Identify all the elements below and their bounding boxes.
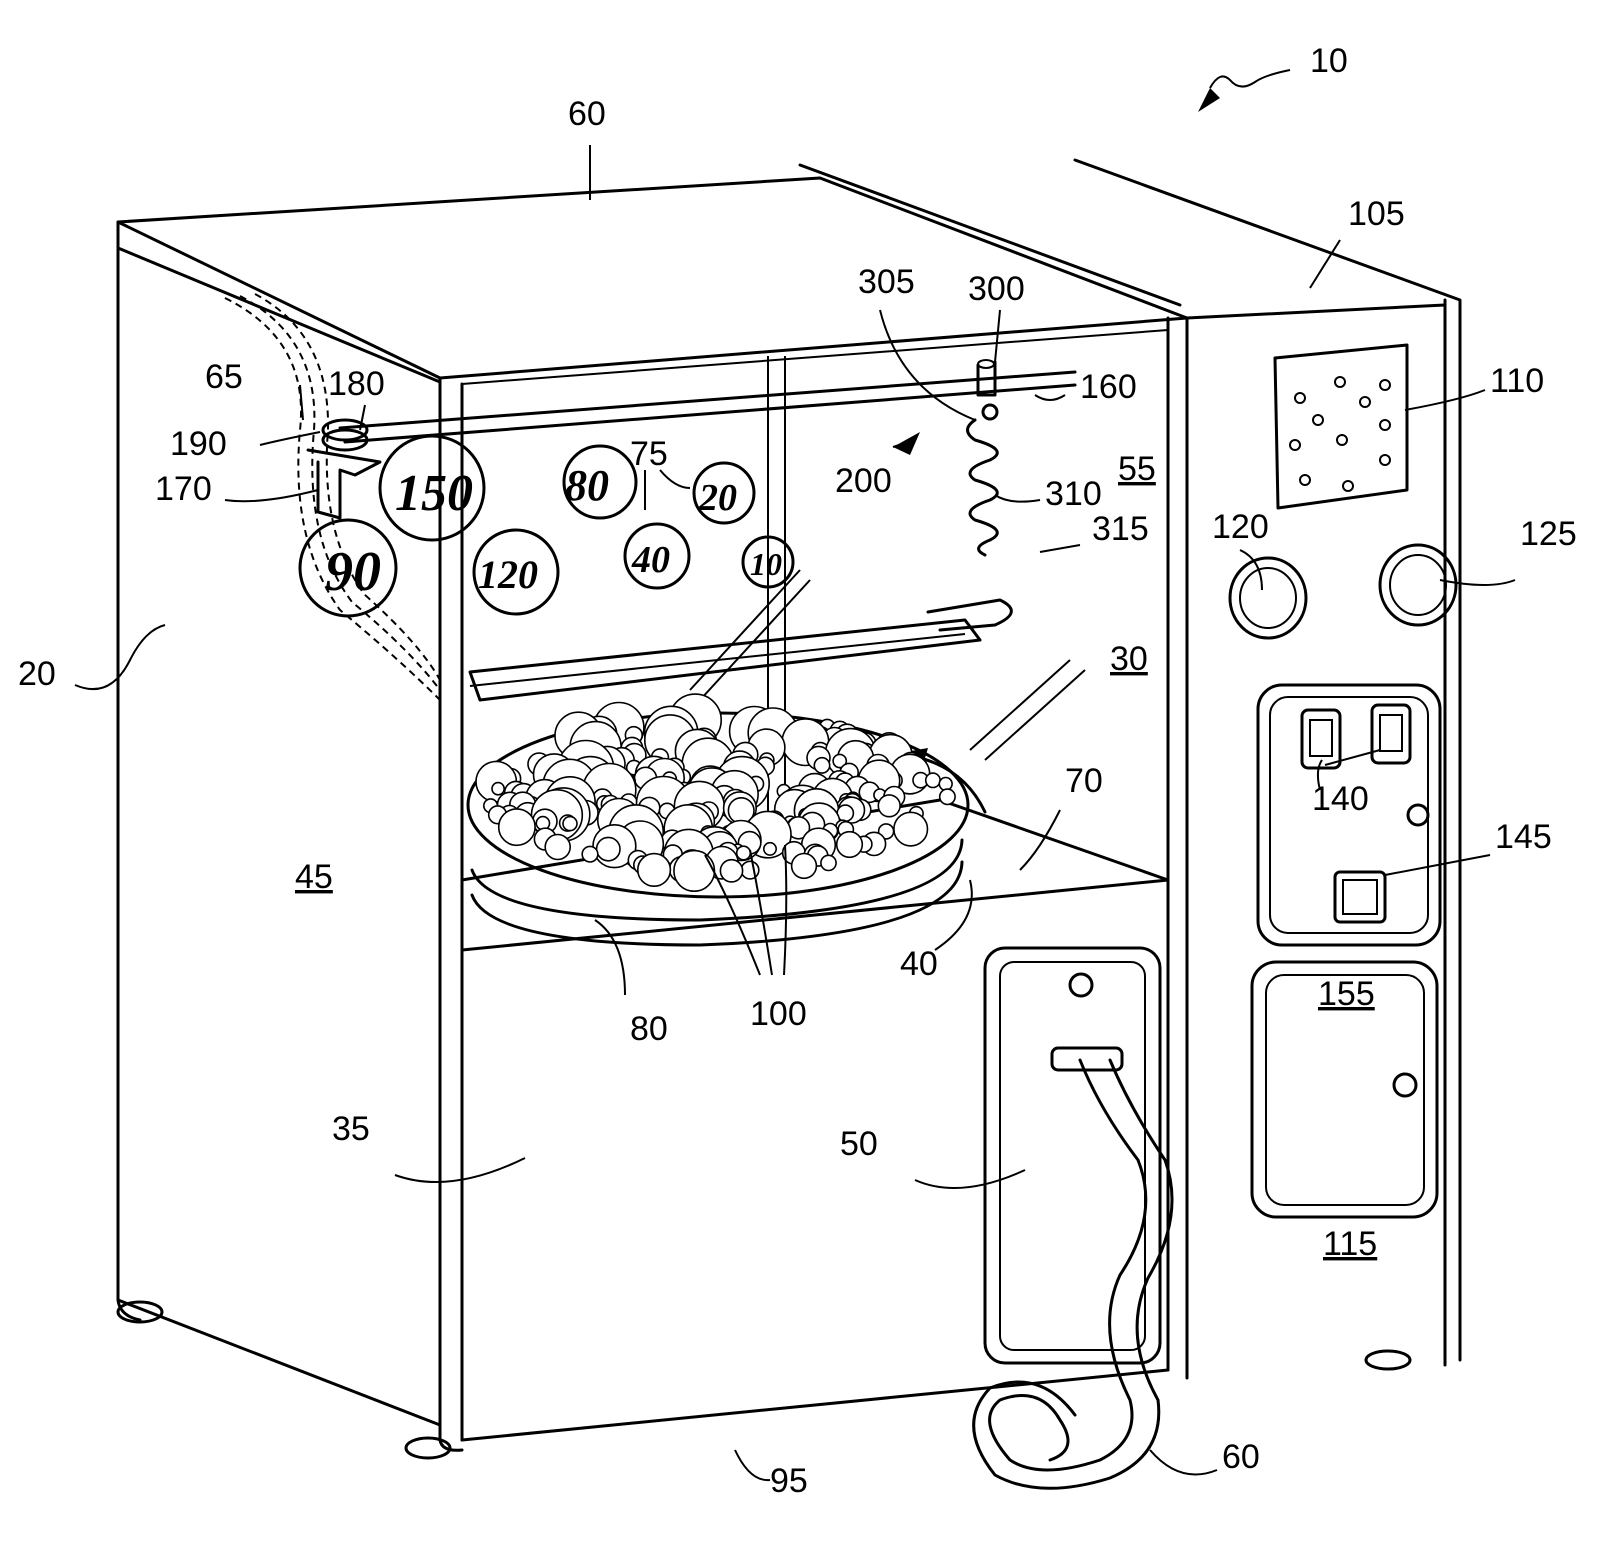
target-150: 150	[395, 465, 473, 522]
label-60-cord: 60	[1222, 1438, 1260, 1476]
ball-pile	[475, 693, 956, 893]
ball	[595, 836, 621, 862]
ball	[820, 854, 837, 872]
ball	[735, 845, 752, 861]
label-110: 110	[1490, 362, 1544, 400]
ball	[562, 815, 578, 832]
ball	[938, 776, 953, 792]
control-panel	[1228, 343, 1458, 1219]
label-35: 35	[332, 1110, 370, 1148]
label-30: 30	[1110, 640, 1148, 678]
turntable	[466, 693, 970, 947]
leader-lines	[74, 69, 1516, 1482]
reference-labels: 10 60 105 300 305 110 160 65 180 190 170…	[18, 42, 1577, 1500]
ball	[762, 841, 777, 856]
target-90: 90	[325, 541, 381, 603]
label-170: 170	[155, 470, 212, 508]
label-75: 75	[630, 435, 668, 473]
label-300: 300	[968, 270, 1025, 308]
label-60-top: 60	[568, 95, 606, 133]
target-80: 80	[565, 461, 609, 510]
cabinet-body	[116, 158, 1462, 1460]
ball	[835, 830, 864, 859]
label-105: 105	[1348, 195, 1405, 233]
label-70: 70	[1065, 762, 1103, 800]
label-200: 200	[835, 462, 892, 500]
ball	[581, 845, 599, 863]
label-45: 45	[295, 858, 333, 896]
ball	[790, 852, 818, 880]
label-180: 180	[328, 365, 385, 403]
speaker-holes	[1289, 376, 1391, 492]
score-targets: 150 80 20 90 120 40 10	[298, 434, 795, 618]
ball	[893, 811, 929, 847]
label-115: 115	[1323, 1225, 1377, 1263]
label-65: 65	[205, 358, 243, 396]
label-305: 305	[858, 263, 915, 301]
label-160: 160	[1080, 368, 1137, 406]
ball	[636, 852, 672, 888]
label-310: 310	[1045, 475, 1102, 513]
label-125: 125	[1520, 515, 1577, 553]
ball	[544, 833, 572, 861]
ball	[813, 756, 831, 774]
label-95: 95	[770, 1462, 808, 1500]
ball	[673, 849, 716, 893]
target-40: 40	[631, 539, 670, 581]
target-10: 10	[750, 546, 782, 582]
outlet-and-cord	[972, 946, 1174, 1490]
wire	[224, 293, 441, 701]
ball	[832, 753, 848, 769]
ball	[938, 788, 956, 806]
label-80: 80	[630, 1010, 668, 1048]
ball	[491, 781, 505, 796]
label-140: 140	[1312, 780, 1369, 818]
ball	[719, 858, 744, 883]
ball	[497, 808, 536, 847]
ball	[740, 860, 760, 880]
target-120: 120	[478, 552, 538, 597]
overhead-mechanism	[306, 359, 1086, 814]
label-50: 50	[840, 1125, 878, 1163]
label-10: 10	[1310, 42, 1348, 80]
label-315: 315	[1092, 510, 1149, 548]
label-100: 100	[750, 995, 807, 1033]
label-20: 20	[18, 655, 56, 693]
ball	[924, 772, 941, 789]
label-190: 190	[170, 425, 227, 463]
label-145: 145	[1495, 818, 1552, 856]
label-55: 55	[1118, 450, 1156, 488]
label-120: 120	[1212, 508, 1269, 546]
ball	[877, 794, 901, 818]
label-40: 40	[900, 945, 938, 983]
target-20: 20	[698, 477, 737, 519]
label-155: 155	[1318, 975, 1375, 1013]
